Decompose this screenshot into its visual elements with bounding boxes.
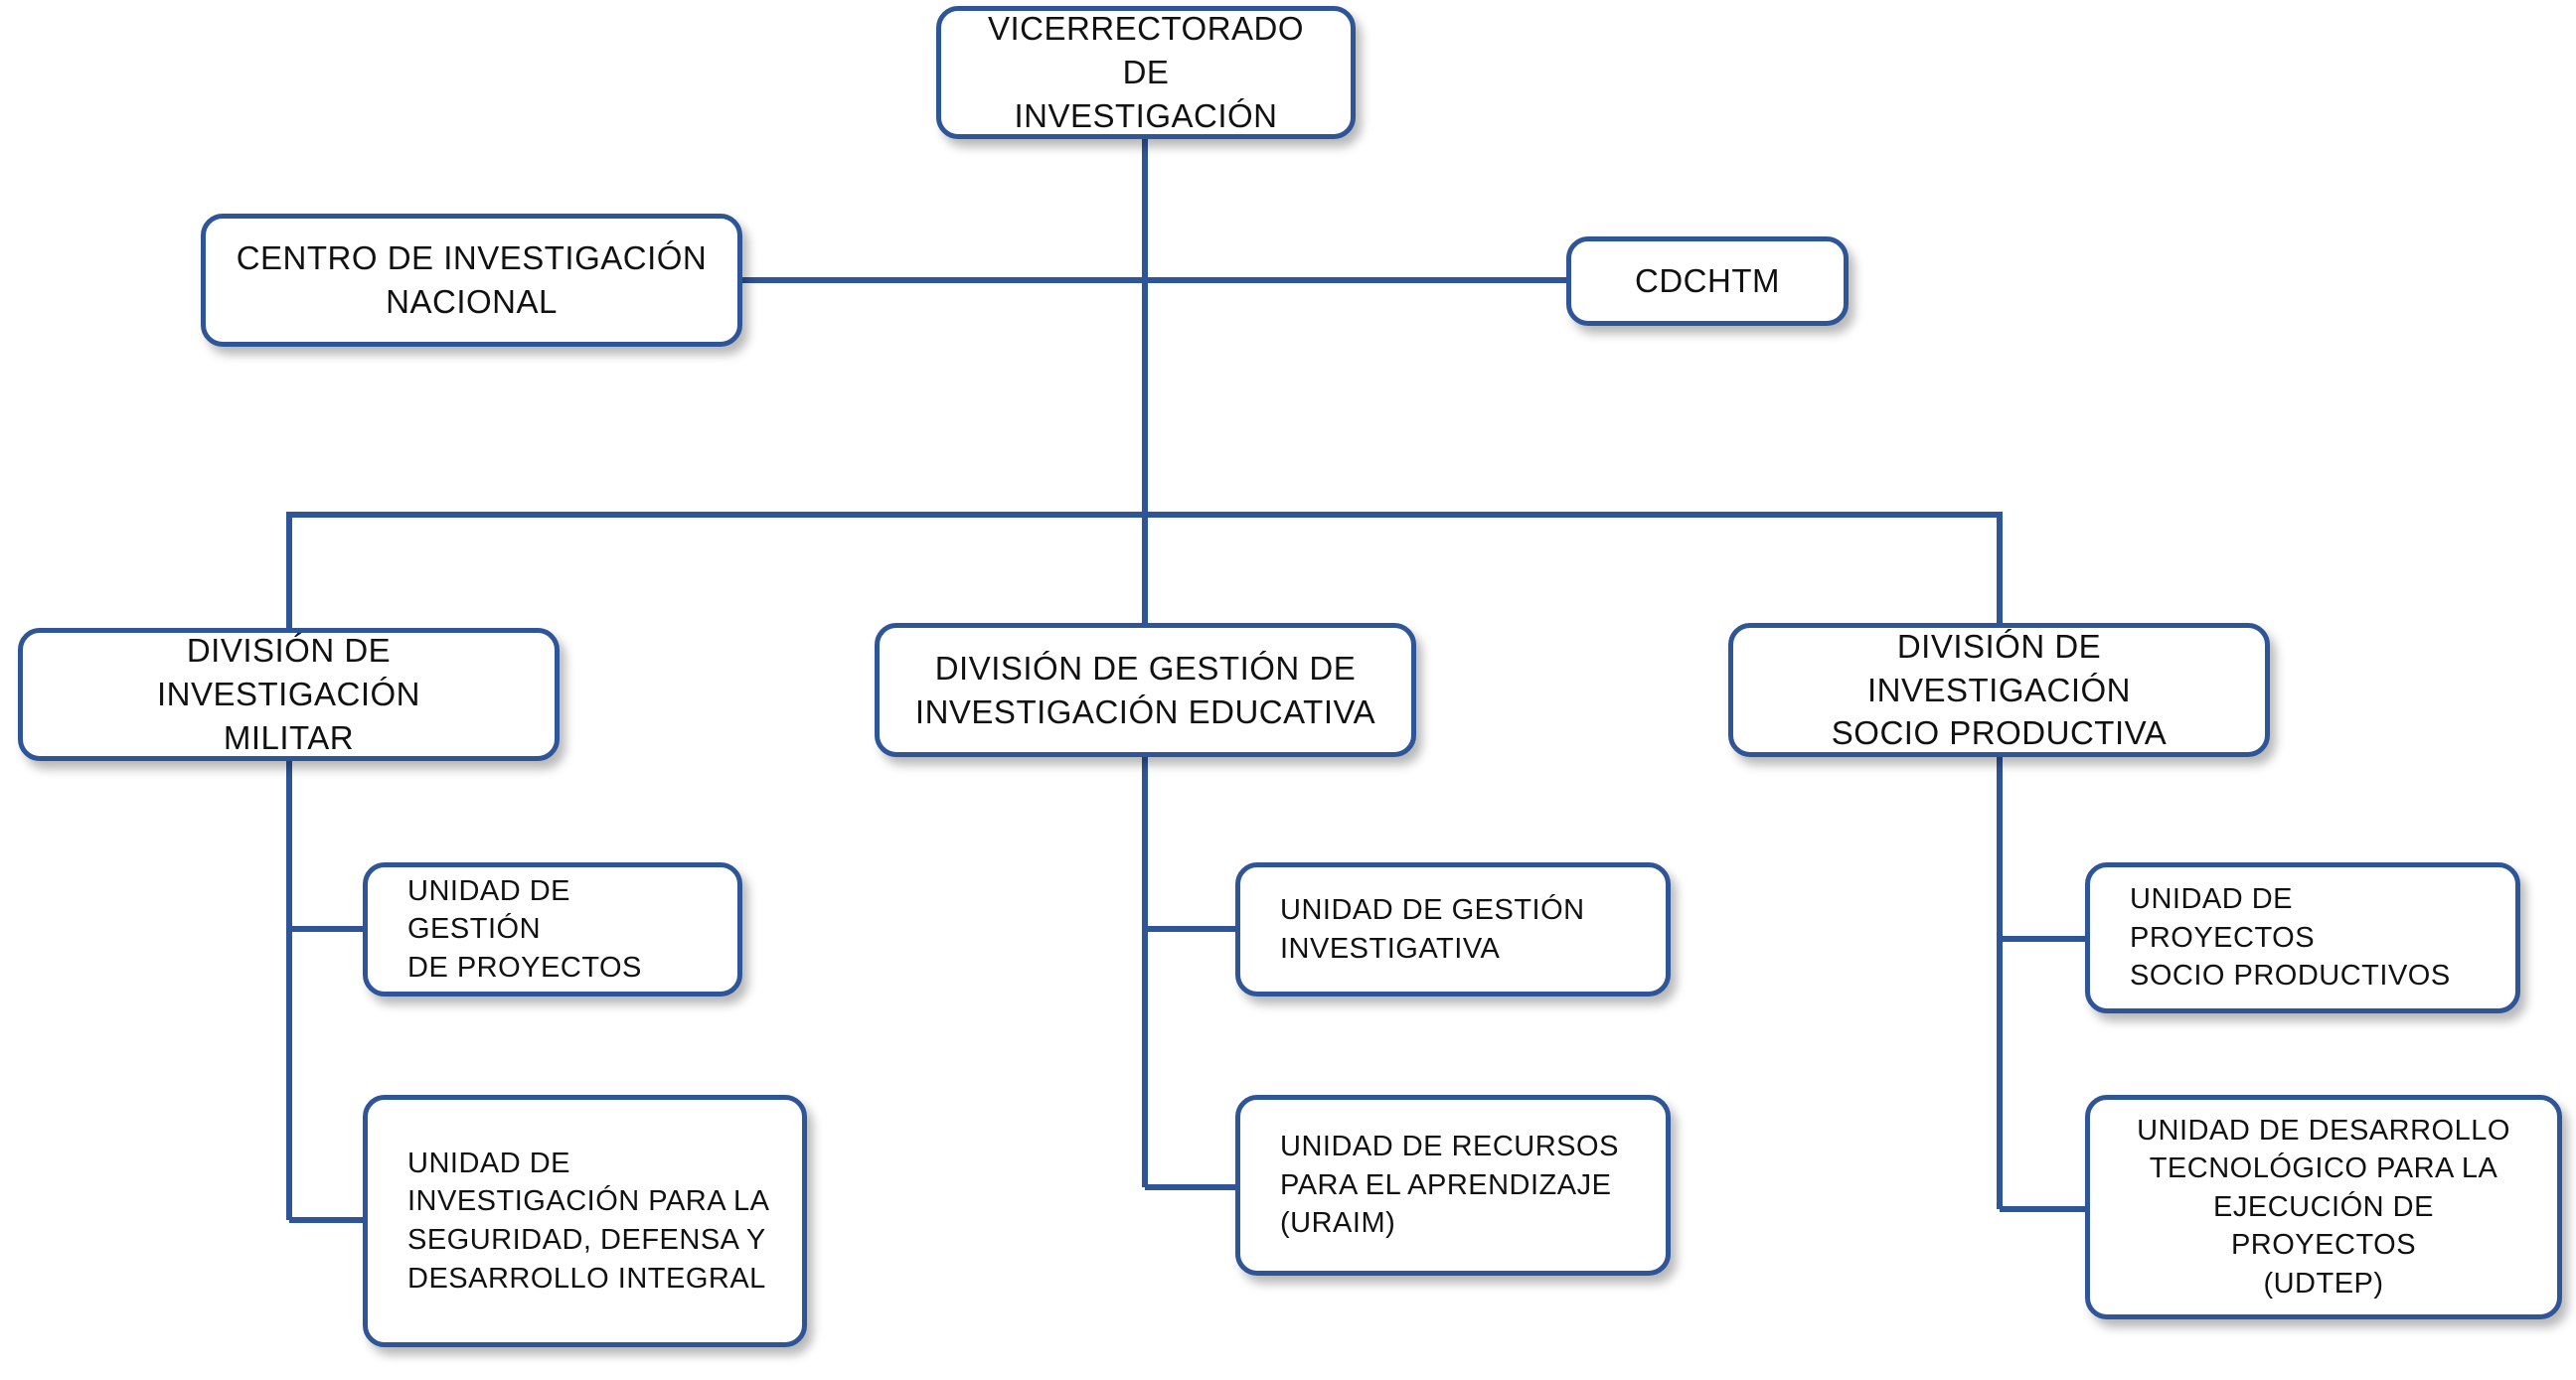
node-centro-investigacion-label: CENTRO DE INVESTIGACIÓN NACIONAL	[236, 239, 708, 320]
socio-branch-line	[1997, 757, 2087, 1212]
military-branch-line	[286, 761, 366, 1223]
node-cdchtm-label: CDCHTM	[1635, 262, 1780, 300]
node-unidad-recursos-aprendizaje[interactable]: UNIDAD DE RECURSOS PARA EL APRENDIZAJE (…	[1235, 1095, 1671, 1276]
node-unidad-gestion-proyectos[interactable]: UNIDAD DE GESTIÓN DE PROYECTOS	[363, 862, 742, 997]
node-division-socio-productiva-label: DIVISIÓN DE INVESTIGACIÓN SOCIO PRODUCTI…	[1831, 627, 2168, 752]
node-unidad-gestion-proyectos-label: UNIDAD DE GESTIÓN DE PROYECTOS	[407, 874, 642, 984]
node-division-militar[interactable]: DIVISIÓN DE INVESTIGACIÓN MILITAR	[18, 628, 560, 761]
node-unidad-recursos-aprendizaje-label: UNIDAD DE RECURSOS PARA EL APRENDIZAJE (…	[1280, 1131, 1619, 1240]
node-unidad-seguridad-defensa-label: UNIDAD DE INVESTIGACIÓN PARA LA SEGURIDA…	[407, 1147, 770, 1295]
node-unidad-gestion-investigativa-label: UNIDAD DE GESTIÓN INVESTIGATIVA	[1280, 893, 1585, 965]
node-unidad-seguridad-defensa[interactable]: UNIDAD DE INVESTIGACIÓN PARA LA SEGURIDA…	[363, 1095, 807, 1347]
node-unidad-desarrollo-tecnologico-label: UNIDAD DE DESARROLLO TECNOLÓGICO PARA LA…	[2137, 1114, 2510, 1300]
node-division-educativa[interactable]: DIVISIÓN DE GESTIÓN DE INVESTIGACIÓN EDU…	[875, 623, 1416, 757]
node-cdchtm[interactable]: CDCHTM	[1566, 236, 1849, 326]
node-division-educativa-label: DIVISIÓN DE GESTIÓN DE INVESTIGACIÓN EDU…	[914, 649, 1376, 730]
node-unidad-proyectos-socio[interactable]: UNIDAD DE PROYECTOS SOCIO PRODUCTIVOS	[2085, 862, 2520, 1013]
node-division-socio-productiva[interactable]: DIVISIÓN DE INVESTIGACIÓN SOCIO PRODUCTI…	[1728, 623, 2270, 757]
node-unidad-proyectos-socio-label: UNIDAD DE PROYECTOS SOCIO PRODUCTIVOS	[2130, 883, 2451, 993]
node-unidad-desarrollo-tecnologico[interactable]: UNIDAD DE DESARROLLO TECNOLÓGICO PARA LA…	[2085, 1095, 2562, 1319]
node-vicerrectorado-label: VICERRECTORADO DE INVESTIGACIÓN	[987, 10, 1305, 134]
division-line	[286, 512, 2003, 628]
educational-branch-line	[1142, 757, 1237, 1190]
node-division-militar-label: DIVISIÓN DE INVESTIGACIÓN MILITAR	[156, 632, 421, 756]
node-centro-investigacion[interactable]: CENTRO DE INVESTIGACIÓN NACIONAL	[201, 214, 742, 347]
node-vicerrectorado[interactable]: VICERRECTORADO DE INVESTIGACIÓN	[936, 6, 1356, 139]
node-unidad-gestion-investigativa[interactable]: UNIDAD DE GESTIÓN INVESTIGATIVA	[1235, 862, 1671, 997]
